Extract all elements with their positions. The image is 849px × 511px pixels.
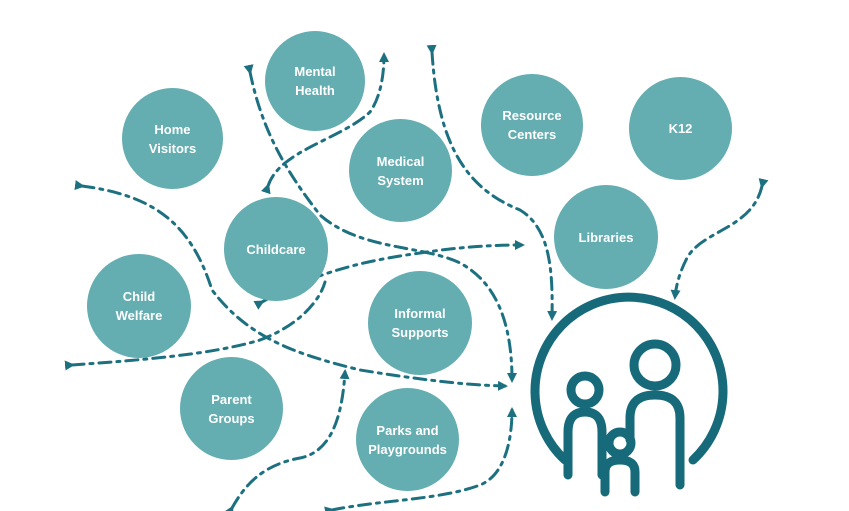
node-k12: K12 xyxy=(629,77,732,180)
node-label: K12 xyxy=(668,121,693,136)
node-label: Parent Groups xyxy=(208,391,255,426)
node-informal-supports: Informal Supports xyxy=(368,271,472,375)
node-label: Parks and Playgrounds xyxy=(368,422,447,457)
node-label: Medical System xyxy=(376,153,425,188)
path-left-lower xyxy=(64,280,327,371)
node-label: Childcare xyxy=(246,241,306,257)
node-label: Child Welfare xyxy=(115,289,163,323)
node-mental-health: Mental Health xyxy=(265,31,365,131)
node-parent-groups: Parent Groups xyxy=(180,357,283,460)
node-label: Mental Health xyxy=(294,64,336,98)
node-home-visitors: Home Visitors xyxy=(122,88,223,189)
node-label: Informal Supports xyxy=(391,306,449,340)
node-label: Libraries xyxy=(578,229,634,245)
path-right-top-to-family xyxy=(670,178,769,300)
family-icon xyxy=(530,292,728,497)
node-label: Resource Centers xyxy=(502,108,562,142)
node-resource-centers: Resource Centers xyxy=(481,74,583,176)
node-child-welfare: Child Welfare xyxy=(87,254,191,358)
path-left-to-right-mid xyxy=(74,180,508,391)
node-label: Home Visitors xyxy=(148,121,197,156)
node-libraries: Libraries xyxy=(554,185,658,289)
path-bottom-center xyxy=(324,407,517,511)
path-topcenter-to-family xyxy=(426,44,558,321)
node-parks-playgrounds: Parks and Playgrounds xyxy=(356,388,459,491)
node-medical-system: Medical System xyxy=(349,119,452,222)
node-childcare: Childcare xyxy=(224,197,328,301)
